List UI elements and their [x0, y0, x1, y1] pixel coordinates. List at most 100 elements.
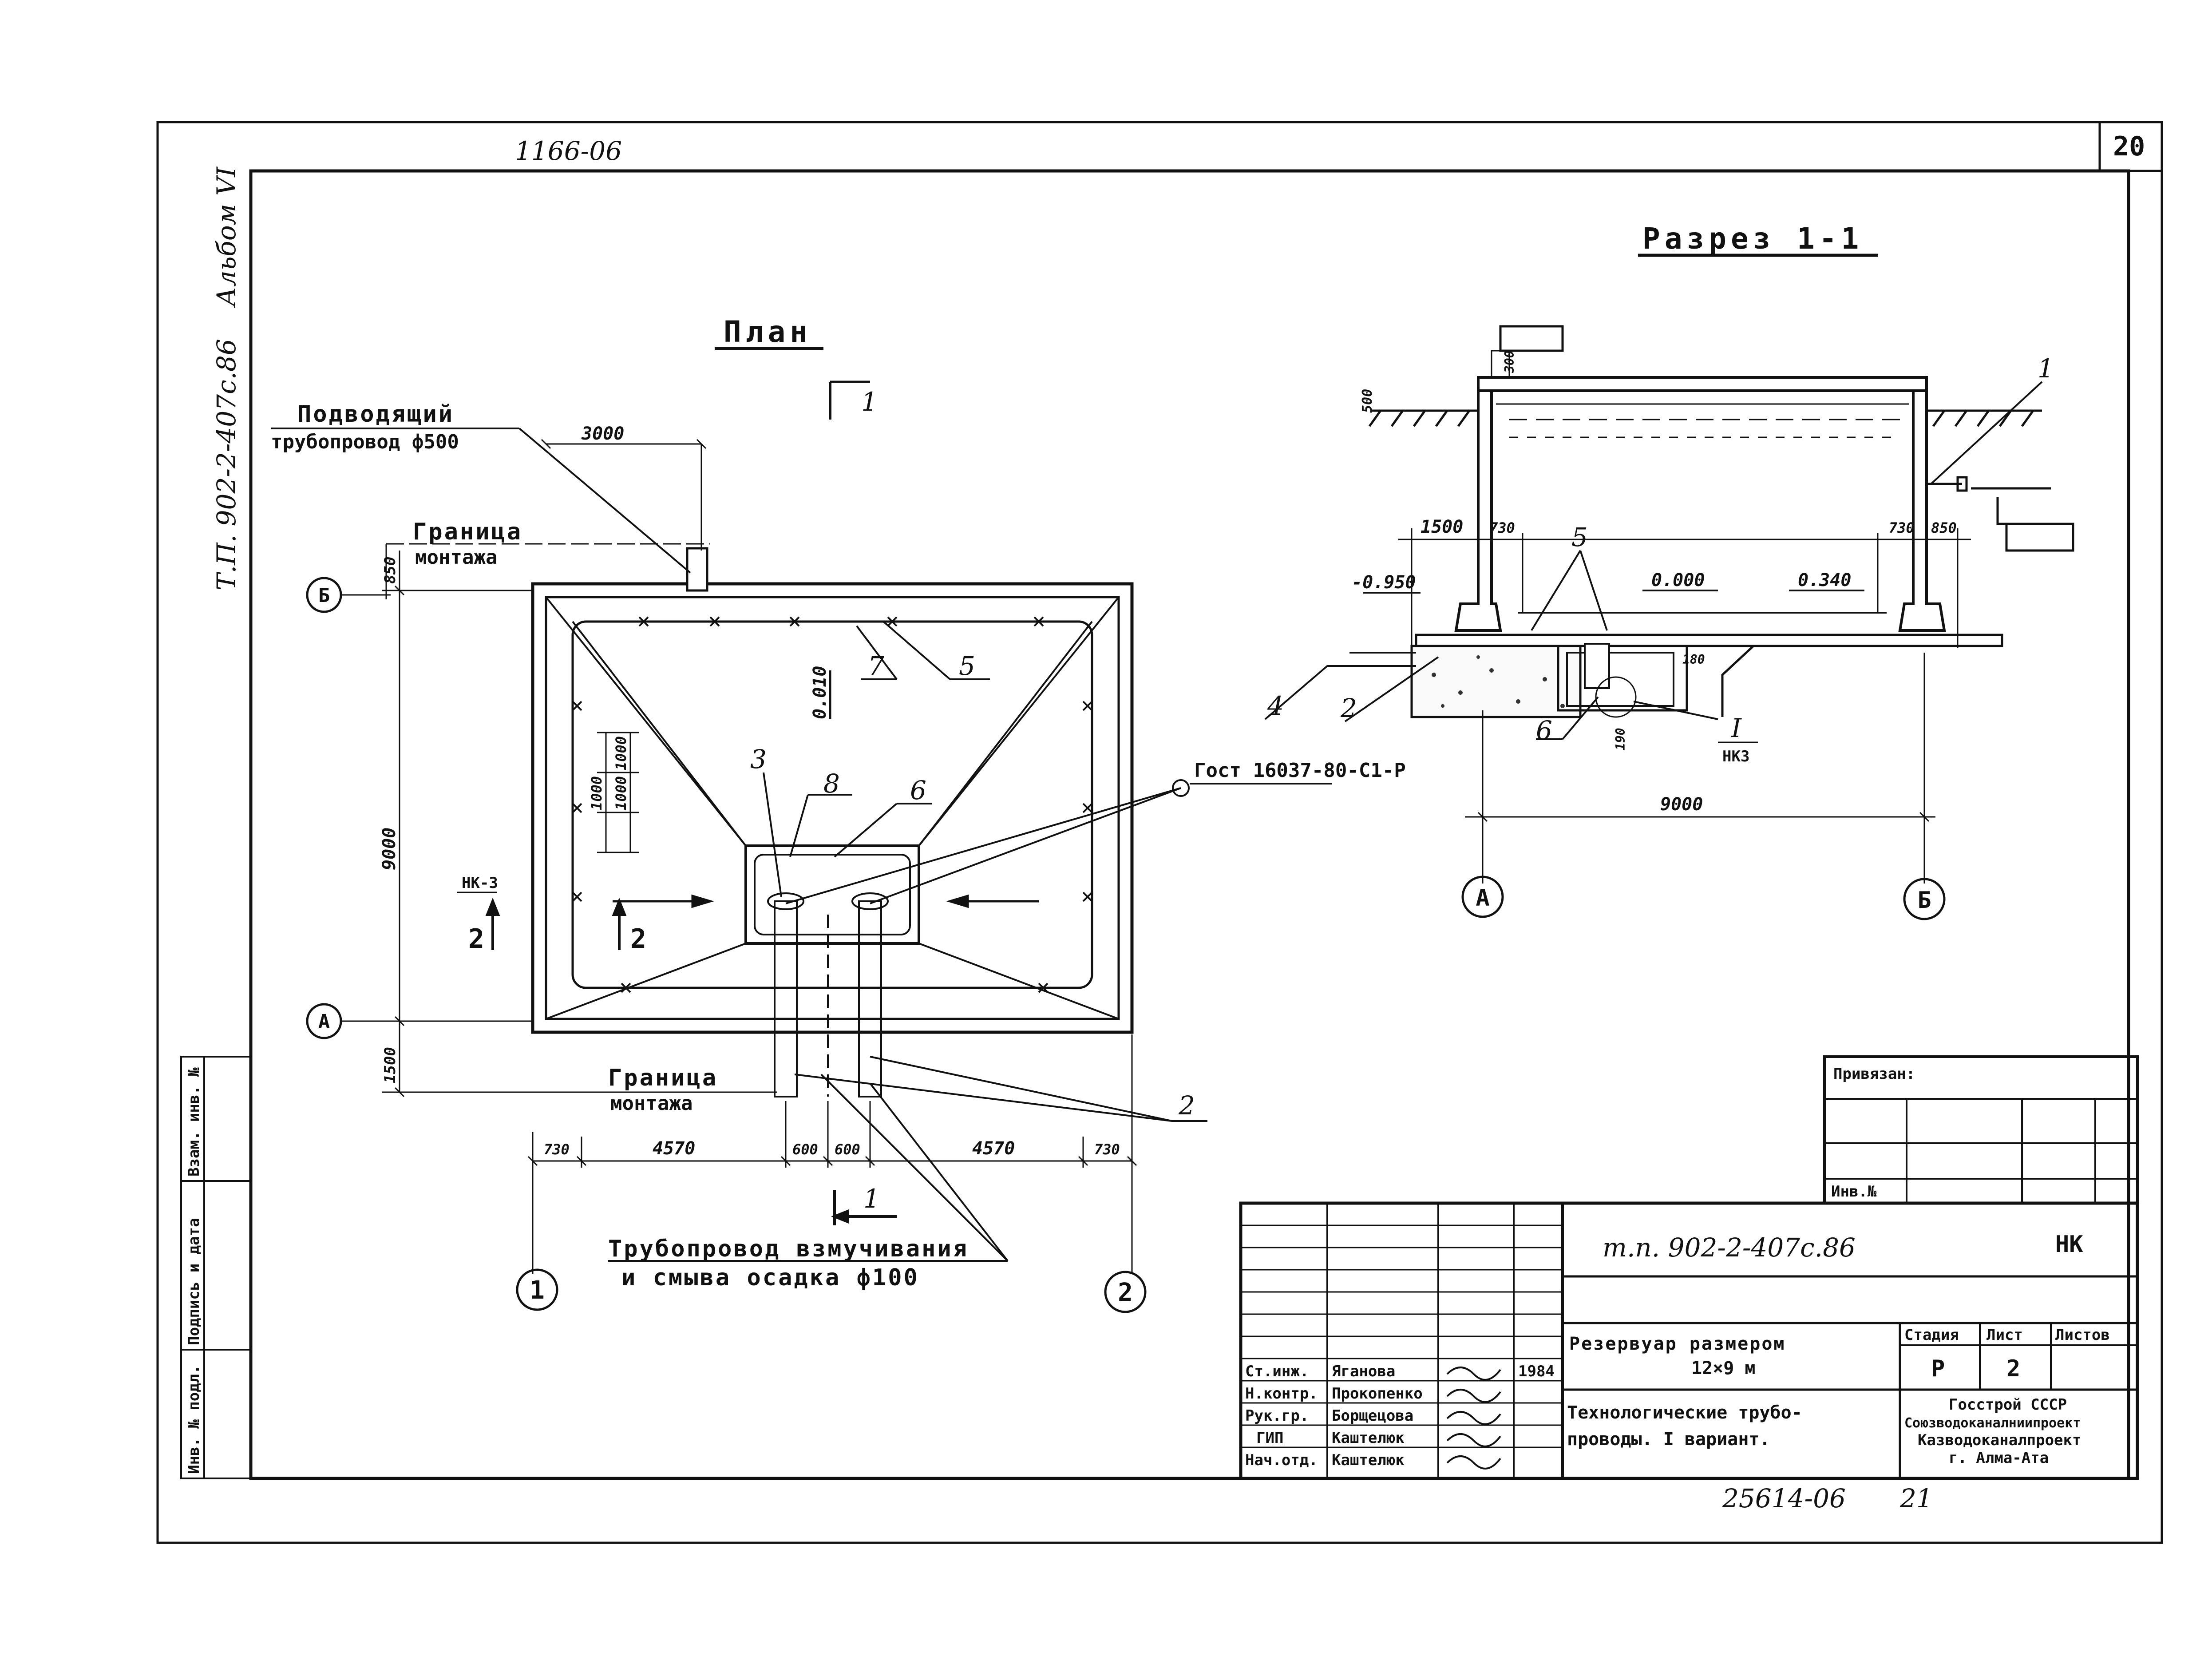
title-block — [1239, 1055, 2139, 1480]
section-detail-mark: I — [1731, 713, 1742, 743]
callout-7: 7 — [868, 651, 884, 681]
section-dim-850: 850 — [1931, 519, 1957, 536]
signer-name: Яганова — [1332, 1363, 1395, 1380]
bottom-page: 21 — [1899, 1483, 1933, 1513]
section-roof — [1477, 376, 1928, 392]
section-axis-b-bubble — [1903, 878, 1946, 920]
section-axis-a-bubble — [1461, 876, 1504, 918]
tb-stage-header: Стадия — [1904, 1326, 1959, 1344]
section-dim-1500: 1500 — [1421, 517, 1463, 537]
tb-subtitle-1: Технологические трубо- — [1567, 1402, 1802, 1423]
sidebar-stamp — [180, 1056, 252, 1479]
tb-org-4: г. Алма-Ата — [1949, 1449, 2049, 1467]
callout-6: 6 — [910, 775, 926, 805]
tb-org-3: Казводоканалпроект — [1918, 1431, 2081, 1449]
signers-table: Ст.инж. Яганова 1984 Н.контр. Прокопенко… — [1245, 1363, 1555, 1470]
sidebar-vzam-inv: Взам. инв. № — [185, 1067, 203, 1177]
callout-5: 5 — [959, 651, 975, 681]
gost-label: Гост 16037-80-С1-Р — [1194, 759, 1406, 782]
section-dim-730a: 730 — [1489, 519, 1515, 536]
boundary-label-1: Граница — [413, 519, 522, 545]
tb-stage-value: Р — [1931, 1355, 1945, 1382]
section-floor — [1415, 634, 2003, 647]
section-title: Разрез 1-1 — [1642, 222, 1863, 256]
plan-dim-730a: 730 — [544, 1141, 570, 1158]
tb-title-2: 12×9 м — [1691, 1358, 1756, 1379]
sidebar-inv-podl: Инв. № подл. — [185, 1365, 203, 1474]
signer-name: Каштелюк — [1332, 1429, 1405, 1447]
boundary-bottom-1: Граница — [608, 1065, 718, 1091]
plan-section2-ref: НК-3 — [462, 874, 498, 892]
plan-dim-4570a: 4570 — [653, 1138, 695, 1159]
tb-sheet-header: Лист — [1986, 1326, 2023, 1344]
signer-role: Нач.отд. — [1245, 1451, 1318, 1469]
level-minus: -0.950 — [1352, 572, 1416, 593]
section-callout-1: 1 — [2038, 353, 2054, 384]
sidebar-sign-date: Подпись и дата — [185, 1218, 203, 1345]
section-foundation — [1410, 645, 1582, 718]
plan-dim-600a: 600 — [792, 1141, 818, 1158]
section-dim-9000: 9000 — [1660, 794, 1703, 815]
plan-dim-1000c: 1000 — [588, 776, 605, 810]
signer-name: Прокопенко — [1332, 1385, 1423, 1402]
plan-section-mark: 1 — [861, 387, 878, 417]
plan-dim-1000b: 1000 — [613, 776, 629, 810]
plan-section2-left: 2 — [468, 923, 484, 955]
section-dim-730b: 730 — [1889, 519, 1915, 536]
left-side-album: Альбом VI — [211, 166, 241, 308]
section-sump — [1557, 645, 1757, 717]
plan-axis-b: Б — [318, 584, 330, 607]
plan-dim-9000: 9000 — [379, 828, 400, 870]
plan-axis-1-bubble — [516, 1268, 558, 1311]
left-side-code: Т.П. 902-2-407с.86 — [211, 339, 241, 590]
level-340: 0.340 — [1798, 570, 1851, 590]
supply-pipe-label-1: Подводящий — [297, 401, 454, 428]
tb-brand: НК — [2055, 1231, 2083, 1258]
section-dim-500: 500 — [1360, 389, 1375, 413]
archive-number: 1166-06 — [515, 136, 622, 166]
tb-bound-label: Привязан: — [1833, 1065, 1915, 1083]
plan-dim-1000a: 1000 — [613, 736, 629, 770]
sump-inner — [754, 854, 911, 935]
level-zero: 0.000 — [1651, 570, 1705, 590]
signer-role: Ст.инж. — [1245, 1363, 1309, 1380]
tank-outline-inner — [545, 596, 1120, 1020]
callout-8: 8 — [823, 769, 840, 799]
plan-axis-2: 2 — [1118, 1278, 1133, 1307]
tb-project-code: т.п. 902-2-407с.86 — [1603, 1232, 1856, 1263]
plan-dim-850: 850 — [381, 557, 399, 584]
section-hatch — [1499, 325, 1564, 352]
signer-date: 1984 — [1518, 1363, 1555, 1380]
section-dim-180: 180 — [1682, 652, 1705, 667]
bottom-marks — [572, 616, 1093, 993]
boundary-label-2: монтажа — [415, 546, 497, 569]
supply-pipe-label-2: трубопровод ф500 — [271, 431, 459, 453]
boundary-bottom-2: монтажа — [610, 1092, 692, 1115]
signer-name: Каштелюк — [1332, 1451, 1405, 1469]
plan-dim-1500: 1500 — [381, 1047, 399, 1083]
signer-name: Борщецова — [1332, 1407, 1413, 1425]
tb-sheets-header: Листов — [2055, 1326, 2110, 1344]
sheet-corner-number: 20 — [2113, 131, 2145, 162]
bottom-number: 25614-06 — [1722, 1483, 1846, 1513]
tank-outline-outer — [531, 582, 1134, 1034]
supply-pipe-stub — [686, 547, 708, 592]
section-dim-300: 300 — [1502, 350, 1517, 373]
signer-role: Рук.гр. — [1245, 1407, 1309, 1425]
plan-axis-2-bubble — [1104, 1271, 1147, 1313]
sump-outer — [744, 844, 920, 945]
section-callout-4: 4 — [1267, 691, 1284, 721]
tb-subtitle-2: проводы. I вариант. — [1567, 1429, 1770, 1450]
plan-dim-4570b: 4570 — [972, 1138, 1015, 1159]
section-axis-a: А — [1476, 885, 1489, 911]
washout-label-1: Трубопровод взмучивания — [608, 1236, 969, 1262]
signer-role: ГИП — [1256, 1429, 1283, 1447]
plan-title: План — [724, 315, 812, 349]
section-dim-190: 190 — [1613, 728, 1628, 750]
plan-axis-1: 1 — [530, 1276, 545, 1305]
plan-slope-label: 0.010 — [810, 666, 830, 719]
section-callout-6: 6 — [1536, 715, 1552, 745]
section-callout-5: 5 — [1571, 522, 1588, 552]
plan-section2-right: 2 — [630, 923, 646, 955]
